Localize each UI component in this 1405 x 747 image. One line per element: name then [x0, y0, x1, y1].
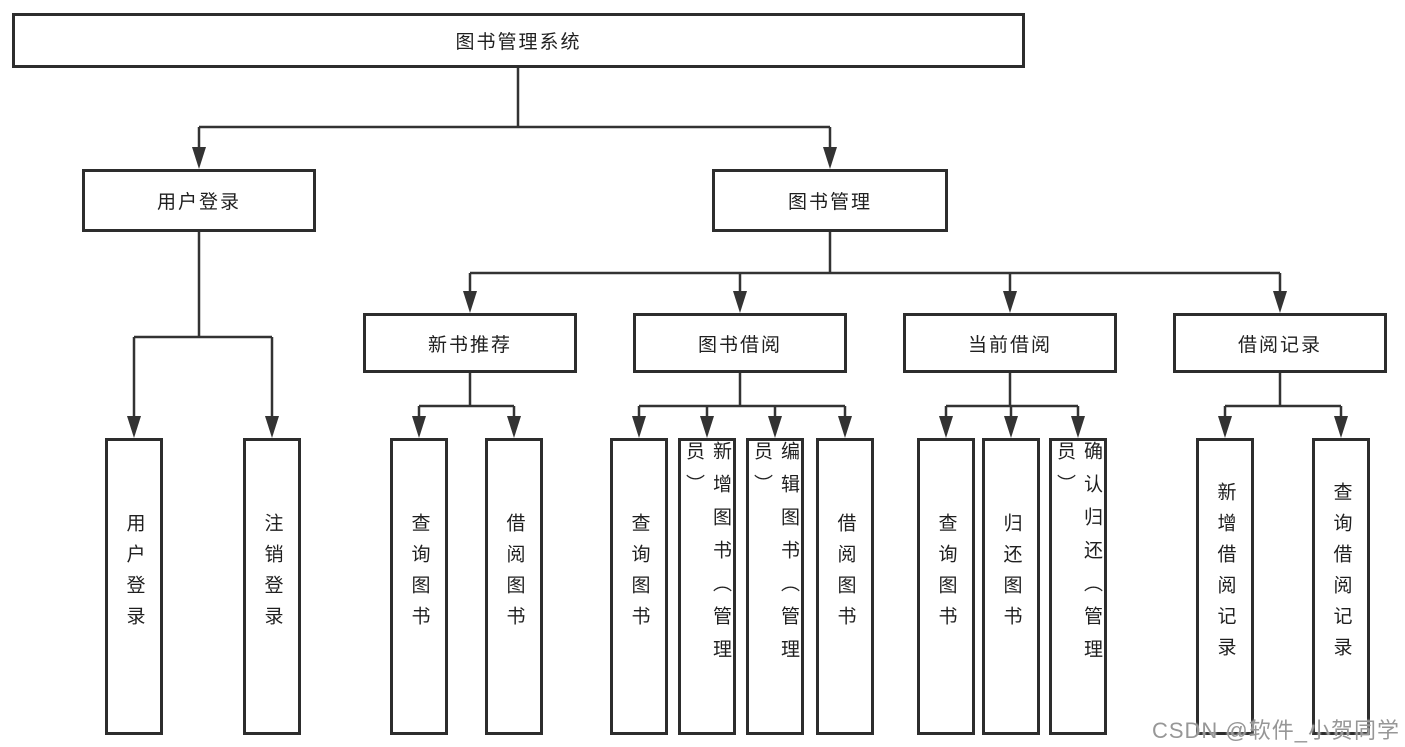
node-user-login: 用户登录	[82, 169, 316, 232]
node-new-book-recommend: 新书推荐	[363, 313, 577, 373]
node-book-borrowing: 图书借阅	[633, 313, 847, 373]
node-system: 图书管理系统	[12, 13, 1025, 68]
edge-new-book-recommend-to-leaves	[417, 373, 516, 420]
leaf-add-borrow-record: 新增借阅记录	[1196, 438, 1254, 735]
leaf-borrow-books-recommend: 借阅图书	[485, 438, 543, 735]
leaf-edit-books-admin: 编辑图书（管理员）	[746, 438, 804, 735]
leaf-return-books: 归还图书	[982, 438, 1040, 735]
edge-root-to-level2	[197, 68, 832, 150]
node-current-borrowing: 当前借阅	[903, 313, 1117, 373]
leaf-query-books-recommend: 查询图书	[390, 438, 448, 735]
leaf-query-borrow-record: 查询借阅记录	[1312, 438, 1370, 735]
leaf-user-login: 用户登录	[105, 438, 163, 735]
edge-book-management-to-level3	[468, 232, 1282, 294]
edge-user-login-to-leaves	[132, 232, 274, 420]
leaf-confirm-return-admin: 确认归还（管理员）	[1049, 438, 1107, 735]
leaf-query-books-current: 查询图书	[917, 438, 975, 735]
edge-current-borrowing-to-leaves	[944, 373, 1080, 420]
leaf-logout: 注销登录	[243, 438, 301, 735]
node-borrow-records: 借阅记录	[1173, 313, 1387, 373]
edge-book-borrowing-to-leaves	[637, 373, 847, 420]
leaf-add-books-admin: 新增图书（管理员）	[678, 438, 736, 735]
csdn-watermark: CSDN @软件_小贺同学	[1151, 718, 1400, 743]
node-book-management: 图书管理	[712, 169, 948, 232]
leaf-borrow-books-borrowing: 借阅图书	[816, 438, 874, 735]
arrowheads	[127, 147, 1348, 438]
edge-borrow-records-to-leaves	[1223, 373, 1343, 420]
leaf-query-books-borrowing: 查询图书	[610, 438, 668, 735]
